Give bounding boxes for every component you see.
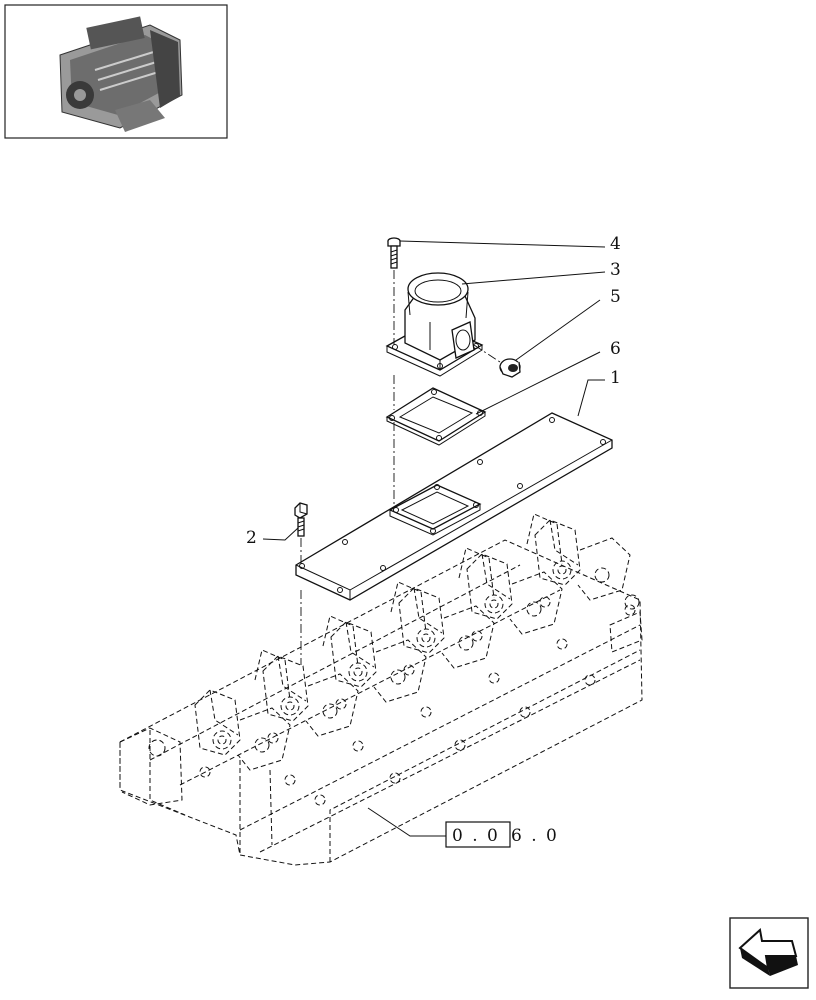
callout-4: 4 — [610, 234, 621, 254]
plug — [473, 344, 521, 378]
intake-housing — [385, 272, 484, 377]
next-page-arrow-icon[interactable] — [729, 917, 809, 989]
engine-thumbnail-icon[interactable] — [4, 4, 228, 139]
page-reference[interactable]: 0 . 0 6 . 0 — [445, 821, 559, 848]
callout-3: 3 — [610, 260, 621, 280]
callout-6: 6 — [610, 339, 621, 359]
bolt-side — [294, 502, 308, 537]
leader-lines — [262, 240, 606, 837]
reference-rest: 6 . 0 — [511, 826, 559, 846]
reference-boxed: 0 . 0 — [452, 826, 500, 846]
callout-1: 1 — [610, 368, 621, 388]
screw-top — [387, 237, 401, 269]
manifold-cover-plate — [295, 412, 613, 601]
callout-5: 5 — [610, 287, 621, 307]
gasket — [385, 387, 487, 446]
callout-2: 2 — [246, 528, 257, 548]
cylinder-head — [119, 513, 643, 866]
